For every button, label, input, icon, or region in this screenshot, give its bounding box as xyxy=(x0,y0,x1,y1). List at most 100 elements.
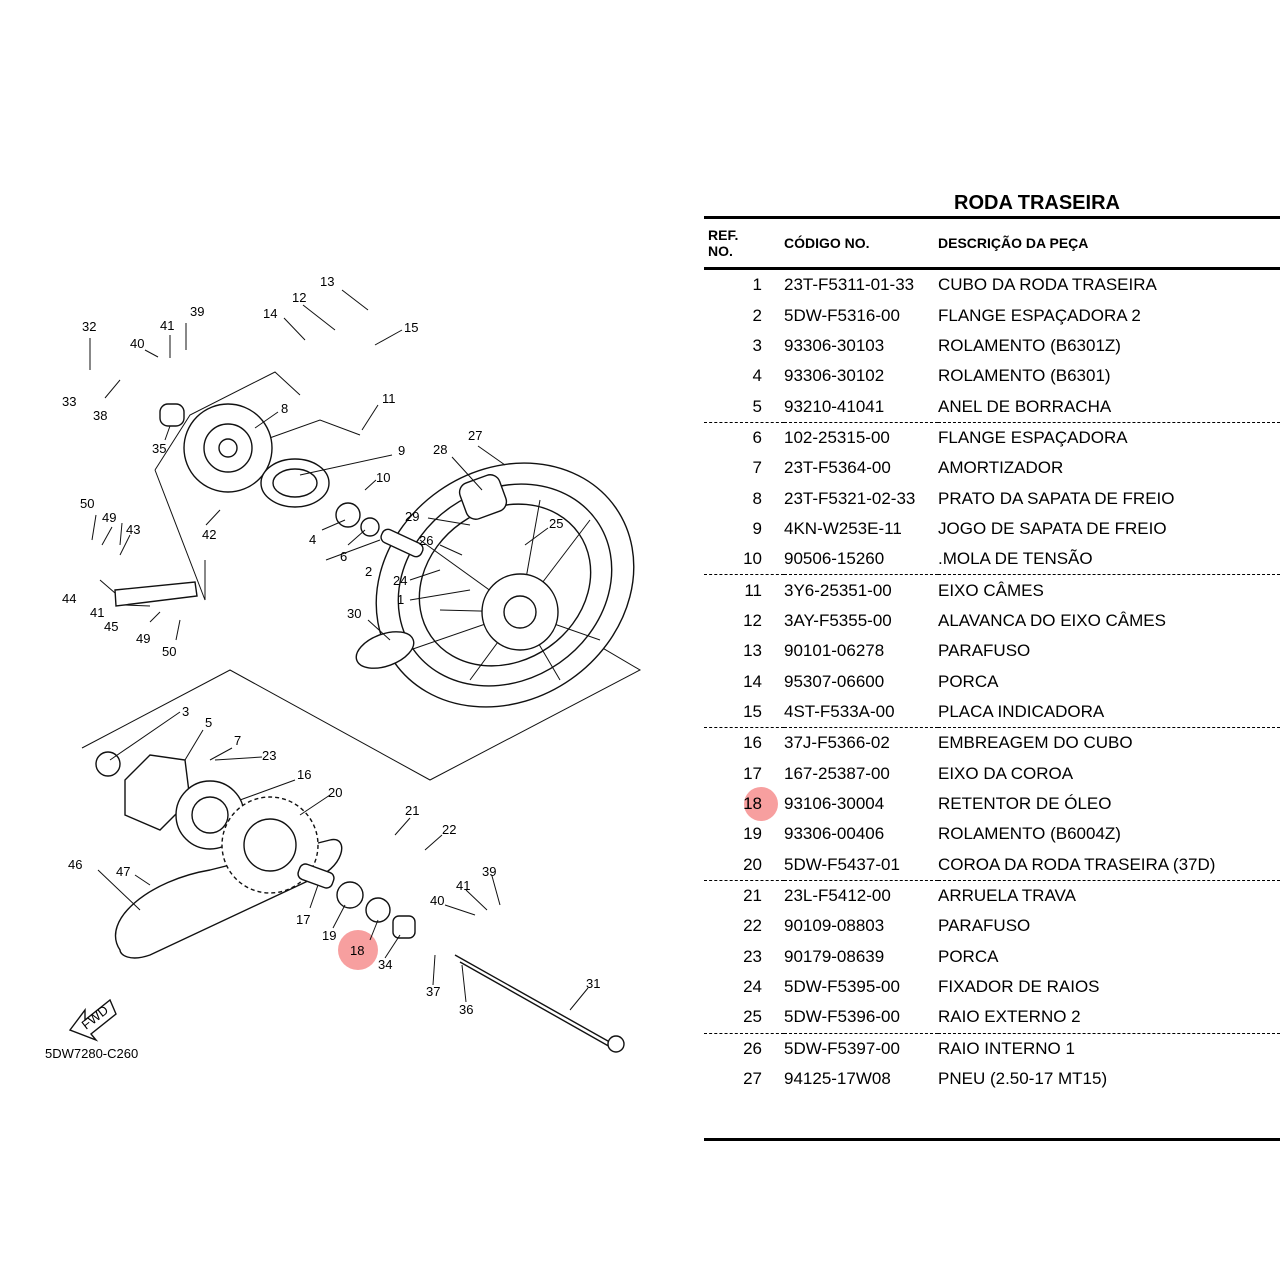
row-ref: 11 xyxy=(704,574,784,606)
row-ref-text: 25 xyxy=(743,1007,762,1027)
row-desc: PRATO DA SAPATA DE FREIO xyxy=(938,488,1175,508)
row-code: 5DW-F5316-00 xyxy=(784,305,900,325)
table-row: 3 93306-30103 ROLAMENTO (B6301Z) xyxy=(704,331,1280,361)
callout-3: 3 xyxy=(182,704,189,719)
callout-7: 7 xyxy=(234,733,241,748)
header-desc: DESCRIÇÃO DA PEÇA xyxy=(938,217,1280,270)
callout-36: 36 xyxy=(459,1002,473,1017)
callout-35: 35 xyxy=(152,441,166,456)
row-code: 5DW-F5397-00 xyxy=(784,1032,938,1064)
row-ref-text: 6 xyxy=(752,427,762,447)
row-ref: 12 xyxy=(704,606,784,636)
table-header-row: REF. NO. CÓDIGO NO. DESCRIÇÃO DA PEÇA xyxy=(704,217,1280,270)
row-desc: COROA DA RODA TRASEIRA (37D) xyxy=(938,854,1216,874)
callout-27: 27 xyxy=(468,428,482,443)
callout-45: 42 xyxy=(202,527,216,542)
callout-5: 5 xyxy=(205,715,212,730)
callout-16: 16 xyxy=(297,767,311,782)
callout-4: 4 xyxy=(309,532,316,547)
row-desc: .MOLA DE TENSÃO xyxy=(938,549,1093,569)
row-ref: 20 xyxy=(704,850,784,881)
row-code: 23T-F5311-01-33 xyxy=(784,275,915,295)
diagram-code: 5DW7280-C260 xyxy=(45,1046,138,1061)
callout-42: 46 xyxy=(68,857,82,872)
callout-44: 41 xyxy=(90,605,104,620)
callout-40: 40 xyxy=(130,336,144,351)
callout-48: 45 xyxy=(104,619,118,634)
row-ref: 27 xyxy=(704,1064,784,1094)
callout-47: 44 xyxy=(62,591,76,606)
header-code: CÓDIGO NO. xyxy=(784,217,938,270)
row-code: 93106-30004 xyxy=(784,794,885,814)
row-ref-text: 8 xyxy=(752,488,762,508)
callout-19: 19 xyxy=(322,928,336,943)
row-desc: ROLAMENTO (B6004Z) xyxy=(938,824,1121,844)
row-desc: ROLAMENTO (B6301) xyxy=(938,366,1111,386)
callout-6: 6 xyxy=(340,549,347,564)
row-code: 3Y6-25351-00 xyxy=(784,574,938,606)
callout-33: 33 xyxy=(62,394,76,409)
row-code: 93306-30102 xyxy=(784,366,885,386)
row-desc: FIXADOR DE RAIOS xyxy=(938,977,1100,997)
callout-12: 12 xyxy=(292,290,306,305)
callout-32: 32 xyxy=(82,319,96,334)
row-ref-text: 27 xyxy=(743,1069,762,1089)
row-code: 23L-F5412-00 xyxy=(784,879,938,912)
row-ref-text: 9 xyxy=(752,518,762,538)
row-ref-text: 3 xyxy=(752,335,762,355)
row-desc: ALAVANCA DO EIXO CÂMES xyxy=(938,610,1166,630)
row-ref: 10 xyxy=(704,544,784,575)
row-ref: 26 xyxy=(704,1032,784,1064)
row-code: 93306-30103 xyxy=(784,335,885,355)
callout-8: 8 xyxy=(281,401,288,416)
callout-28: 28 xyxy=(433,442,447,457)
row-desc: CUBO DA RODA TRASEIRA xyxy=(938,275,1157,295)
row-code: 90109-08803 xyxy=(784,916,885,936)
parts-list: RODA TRASEIRA REF. NO. CÓDIGO NO. DESCRI… xyxy=(704,190,1280,1142)
row-desc: ROLAMENTO (B6301Z) xyxy=(938,335,1121,355)
table-bottom-spacer xyxy=(704,1094,1280,1140)
row-code: 95307-06600 xyxy=(784,671,885,691)
row-ref: 8 xyxy=(704,483,784,513)
row-desc: PARAFUSO xyxy=(938,641,1031,661)
row-code: 94125-17W08 xyxy=(784,1069,891,1089)
row-desc: PARAFUSO xyxy=(938,916,1031,936)
row-code: 93306-00406 xyxy=(784,824,885,844)
row-code: 37J-F5366-02 xyxy=(784,727,938,759)
row-ref-text: 4 xyxy=(752,366,762,386)
row-ref: 19 xyxy=(704,819,784,849)
callout-49b: 49 xyxy=(136,631,150,646)
row-desc: PORCA xyxy=(938,946,999,966)
row-ref-text: 13 xyxy=(743,641,762,661)
row-ref: 13 xyxy=(704,636,784,666)
row-desc: PLACA INDICADORA xyxy=(938,701,1105,721)
row-ref: 4 xyxy=(704,361,784,391)
header-ref-line1: REF. xyxy=(708,227,739,243)
row-ref: 22 xyxy=(704,911,784,941)
callout-22: 22 xyxy=(442,822,456,837)
row-code: 90101-06278 xyxy=(784,641,885,661)
row-desc: EIXO DA COROA xyxy=(938,763,1074,783)
callout-29: 29 xyxy=(405,509,419,524)
callout-38: 38 xyxy=(93,408,107,423)
row-code: 4ST-F533A-00 xyxy=(784,701,895,721)
row-ref-text: 24 xyxy=(743,977,762,997)
row-desc: ANEL DE BORRACHA xyxy=(938,396,1112,416)
callout-10: 10 xyxy=(376,470,390,485)
row-desc: RAIO INTERNO 1 xyxy=(938,1032,1280,1064)
callout-49: 49 xyxy=(102,510,116,525)
